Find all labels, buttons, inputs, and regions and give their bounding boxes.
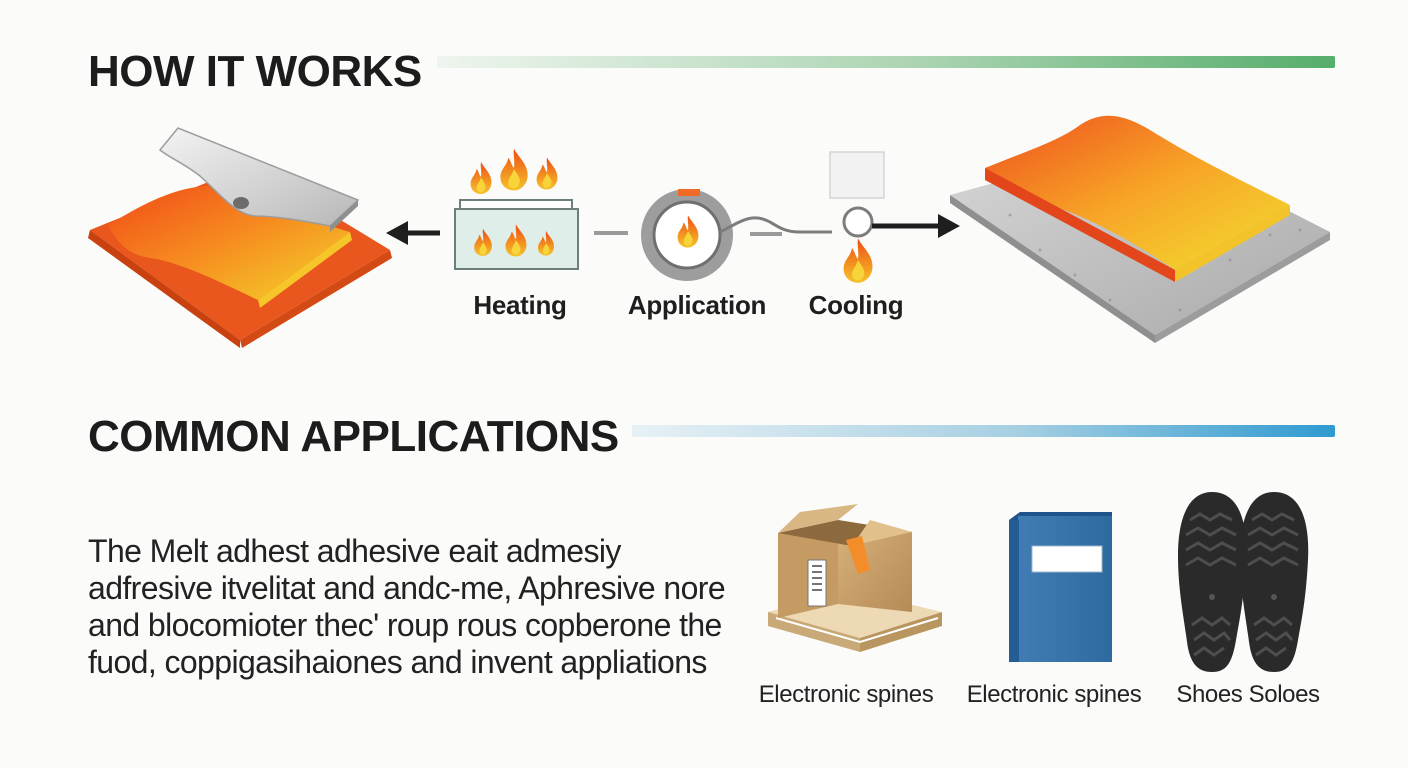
cooling-icon xyxy=(829,151,885,283)
metal-plate-icon xyxy=(158,127,360,232)
how-it-works-divider xyxy=(437,56,1335,68)
applications-description: The Melt adhest adhesive eait admesiy ad… xyxy=(88,533,726,680)
book-icon xyxy=(1009,512,1112,662)
arrow-right-icon xyxy=(872,214,960,238)
step-label-application: Application xyxy=(627,290,767,320)
arrow-left-icon xyxy=(386,221,440,245)
application-label-shoes: Shoes Soloes xyxy=(1176,681,1320,708)
application-label-box: Electronic spines xyxy=(758,681,934,708)
shoe-soles-icon xyxy=(1178,492,1309,672)
application-label-book: Electronic spines xyxy=(966,681,1142,708)
cardboard-box-icon xyxy=(768,504,942,652)
bonded-substrate-icon xyxy=(950,115,1330,343)
how-it-works-title: HOW IT WORKS xyxy=(88,47,422,96)
heating-unit-icon xyxy=(454,148,579,270)
common-applications-title: COMMON APPLICATIONS xyxy=(88,412,619,461)
application-nozzle-icon xyxy=(641,189,832,281)
step-label-heating: Heating xyxy=(473,290,567,320)
common-applications-divider xyxy=(632,425,1335,437)
step-label-cooling: Cooling xyxy=(808,290,904,320)
